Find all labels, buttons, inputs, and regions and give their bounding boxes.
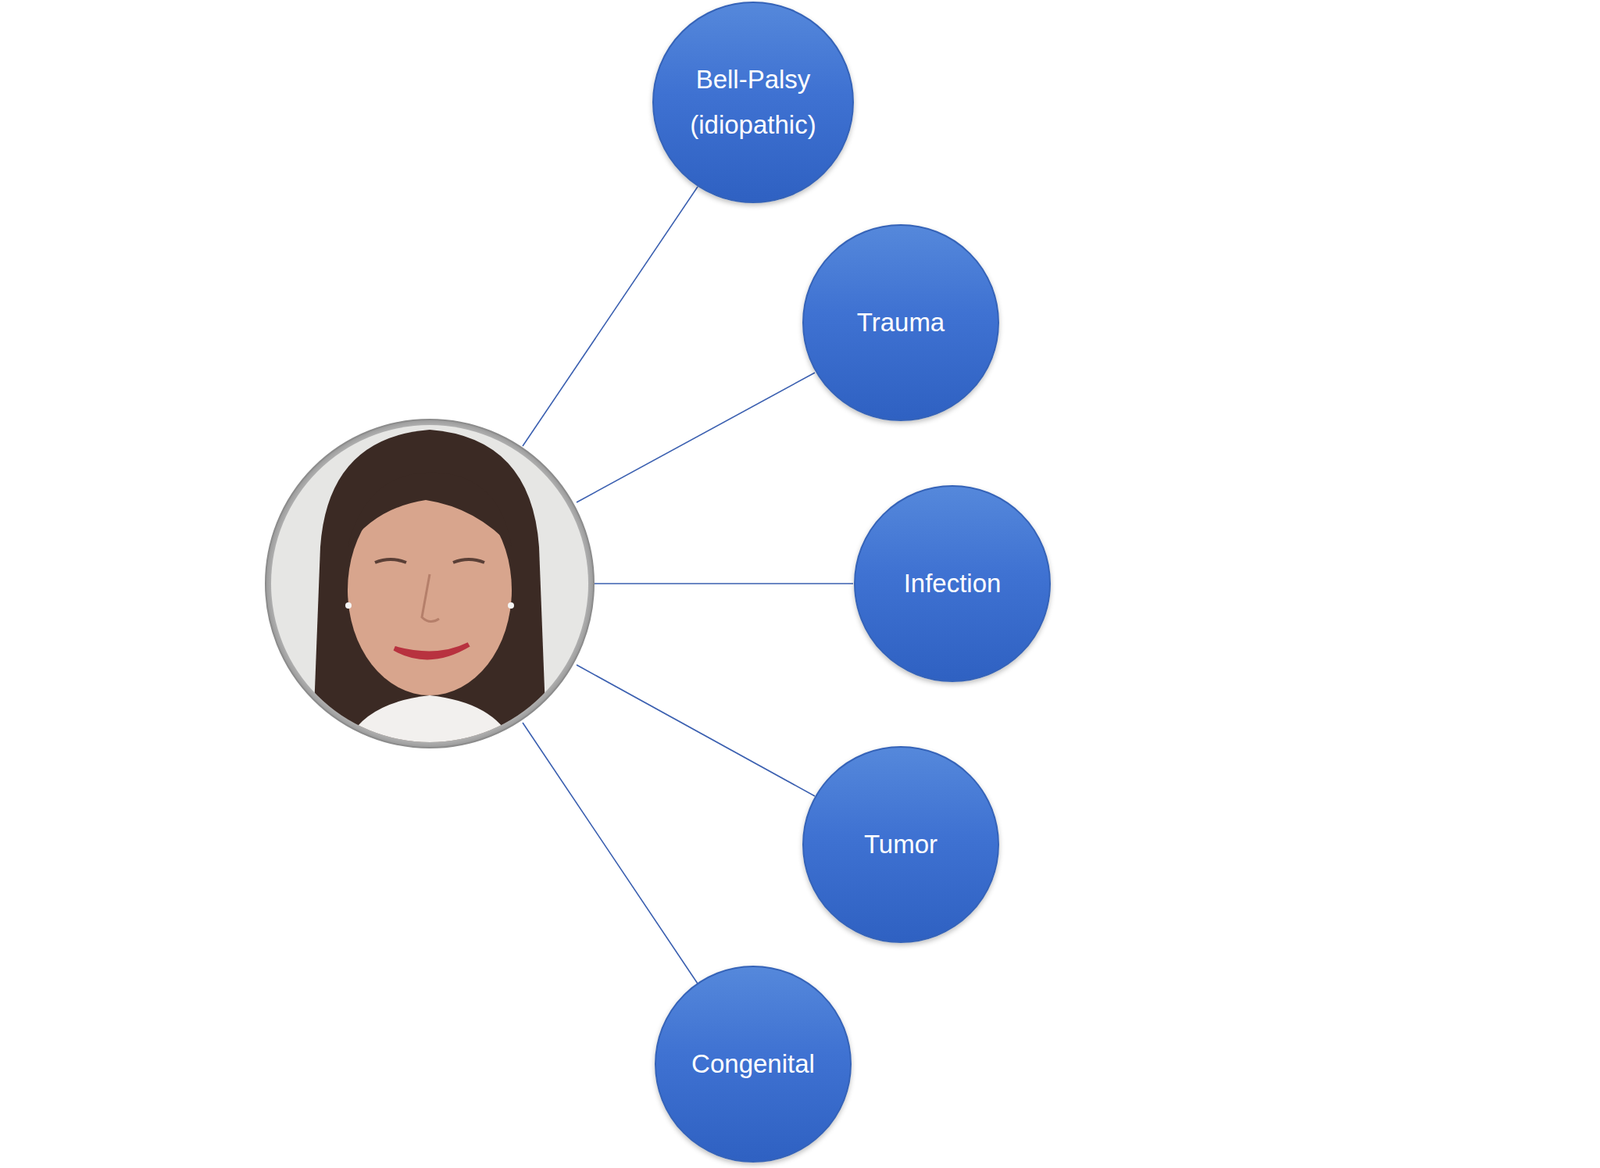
- leader-line: [576, 372, 815, 503]
- portrait-photo: [265, 419, 594, 750]
- cause-label: Trauma: [857, 300, 945, 346]
- cause-circle: Infection: [853, 485, 1051, 683]
- leader-line: [522, 186, 698, 447]
- leader-line: [576, 664, 815, 797]
- leader-line: [594, 582, 854, 585]
- cause-circle: Bell-Palsy (idiopathic): [652, 1, 855, 204]
- cause-circle: Tumor: [802, 746, 1000, 943]
- cause-circle: Trauma: [802, 224, 1000, 422]
- leader-line: [522, 722, 698, 984]
- cause-label: Tumor: [864, 821, 938, 868]
- cause-label: Congenital: [691, 1041, 815, 1087]
- cause-circle: Congenital: [654, 965, 852, 1163]
- cause-label: Infection: [903, 560, 1002, 607]
- cause-label: Bell-Palsy (idiopathic): [675, 57, 832, 148]
